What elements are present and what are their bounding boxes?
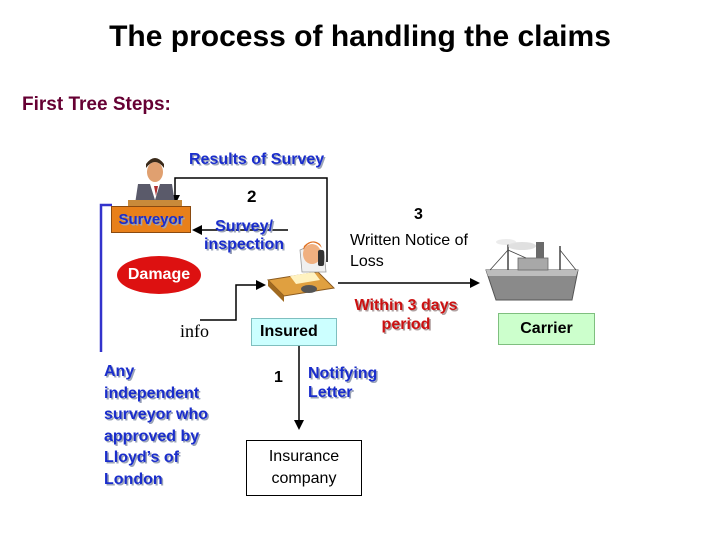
damage-label: Damage [127, 266, 191, 283]
insured-person-icon [266, 241, 336, 302]
written-notice-label: Written Notice of Loss [350, 232, 468, 270]
info-label: info [180, 321, 209, 341]
survey-inspection-label: Survey/ inspection [203, 218, 284, 253]
carrier-label: Carrier [520, 320, 573, 337]
step-2-number: 2 [247, 187, 257, 206]
insurance-company-label: Insurance company [268, 448, 340, 487]
independent-surveyor-note: Any independent surveyor who approved by… [104, 363, 209, 488]
notifying-letter-label: Notifying Letter [308, 365, 378, 401]
surveyor-person-icon [128, 158, 182, 206]
surveyor-bracket [99, 203, 112, 352]
carrier-box: Carrier [498, 313, 595, 345]
surveyor-label: Surveyor [118, 211, 184, 228]
step-3-number: 3 [414, 206, 423, 223]
section-subtitle: First Tree Steps: [22, 94, 171, 115]
insured-box: Insured [251, 318, 337, 346]
insurance-company-box: Insurance company [246, 440, 362, 496]
results-of-survey-label: Results of Survey [189, 151, 325, 168]
info-arrow [200, 280, 266, 321]
ship-icon [485, 239, 579, 301]
results-of-survey-arrow [170, 177, 328, 262]
step-1-number: 1 [274, 369, 283, 386]
within-3-days-label: Within 3 days period [354, 297, 458, 333]
surveyor-box: Surveyor [111, 206, 191, 233]
damage-oval: Damage [117, 256, 201, 294]
page-title: The process of handling the claims [109, 20, 611, 53]
insured-label: Insured [260, 323, 318, 340]
